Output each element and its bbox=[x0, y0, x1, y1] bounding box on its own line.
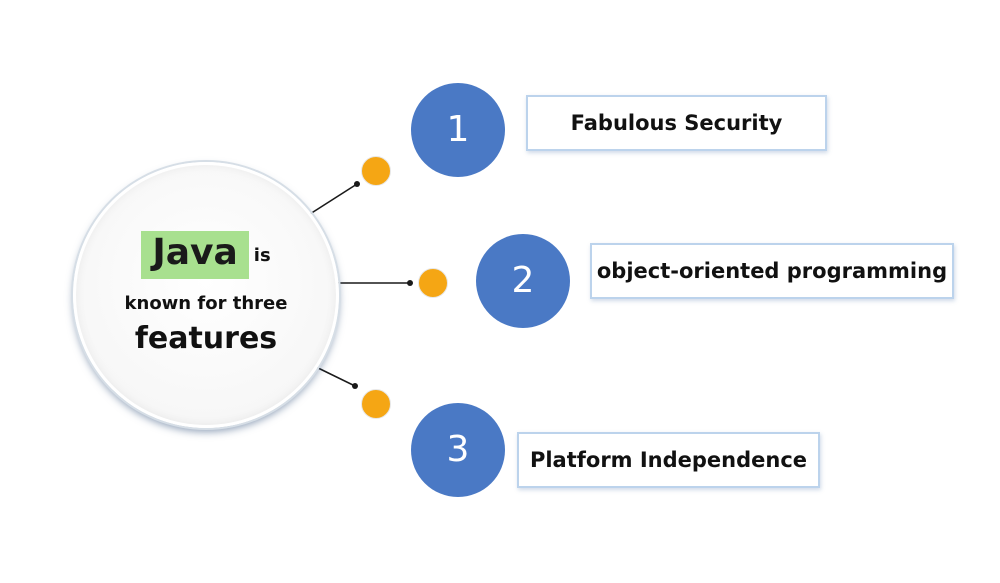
feature-box-security: Fabulous Security bbox=[526, 95, 827, 151]
number-circle-1: 1 bbox=[411, 83, 505, 177]
connector-endpoint-3 bbox=[352, 383, 358, 389]
feature-box-platform: Platform Independence bbox=[517, 432, 820, 488]
connector-line-3 bbox=[313, 365, 356, 387]
number-circle-2: 2 bbox=[476, 234, 570, 328]
connector-endpoint-1 bbox=[354, 181, 360, 187]
hub-subtitle: known for three bbox=[124, 293, 288, 314]
number-circle-3: 3 bbox=[411, 403, 505, 497]
orange-dot-3 bbox=[361, 389, 391, 419]
java-highlight: Java bbox=[141, 231, 249, 279]
hub-is-text: is bbox=[253, 244, 271, 266]
hub-features-word: features bbox=[134, 321, 278, 356]
connector-line-1 bbox=[309, 183, 358, 215]
orange-dot-1 bbox=[361, 156, 391, 186]
feature-box-oop: object-oriented programming bbox=[590, 243, 954, 299]
orange-dot-2 bbox=[418, 268, 448, 298]
connector-endpoint-2 bbox=[407, 280, 413, 286]
